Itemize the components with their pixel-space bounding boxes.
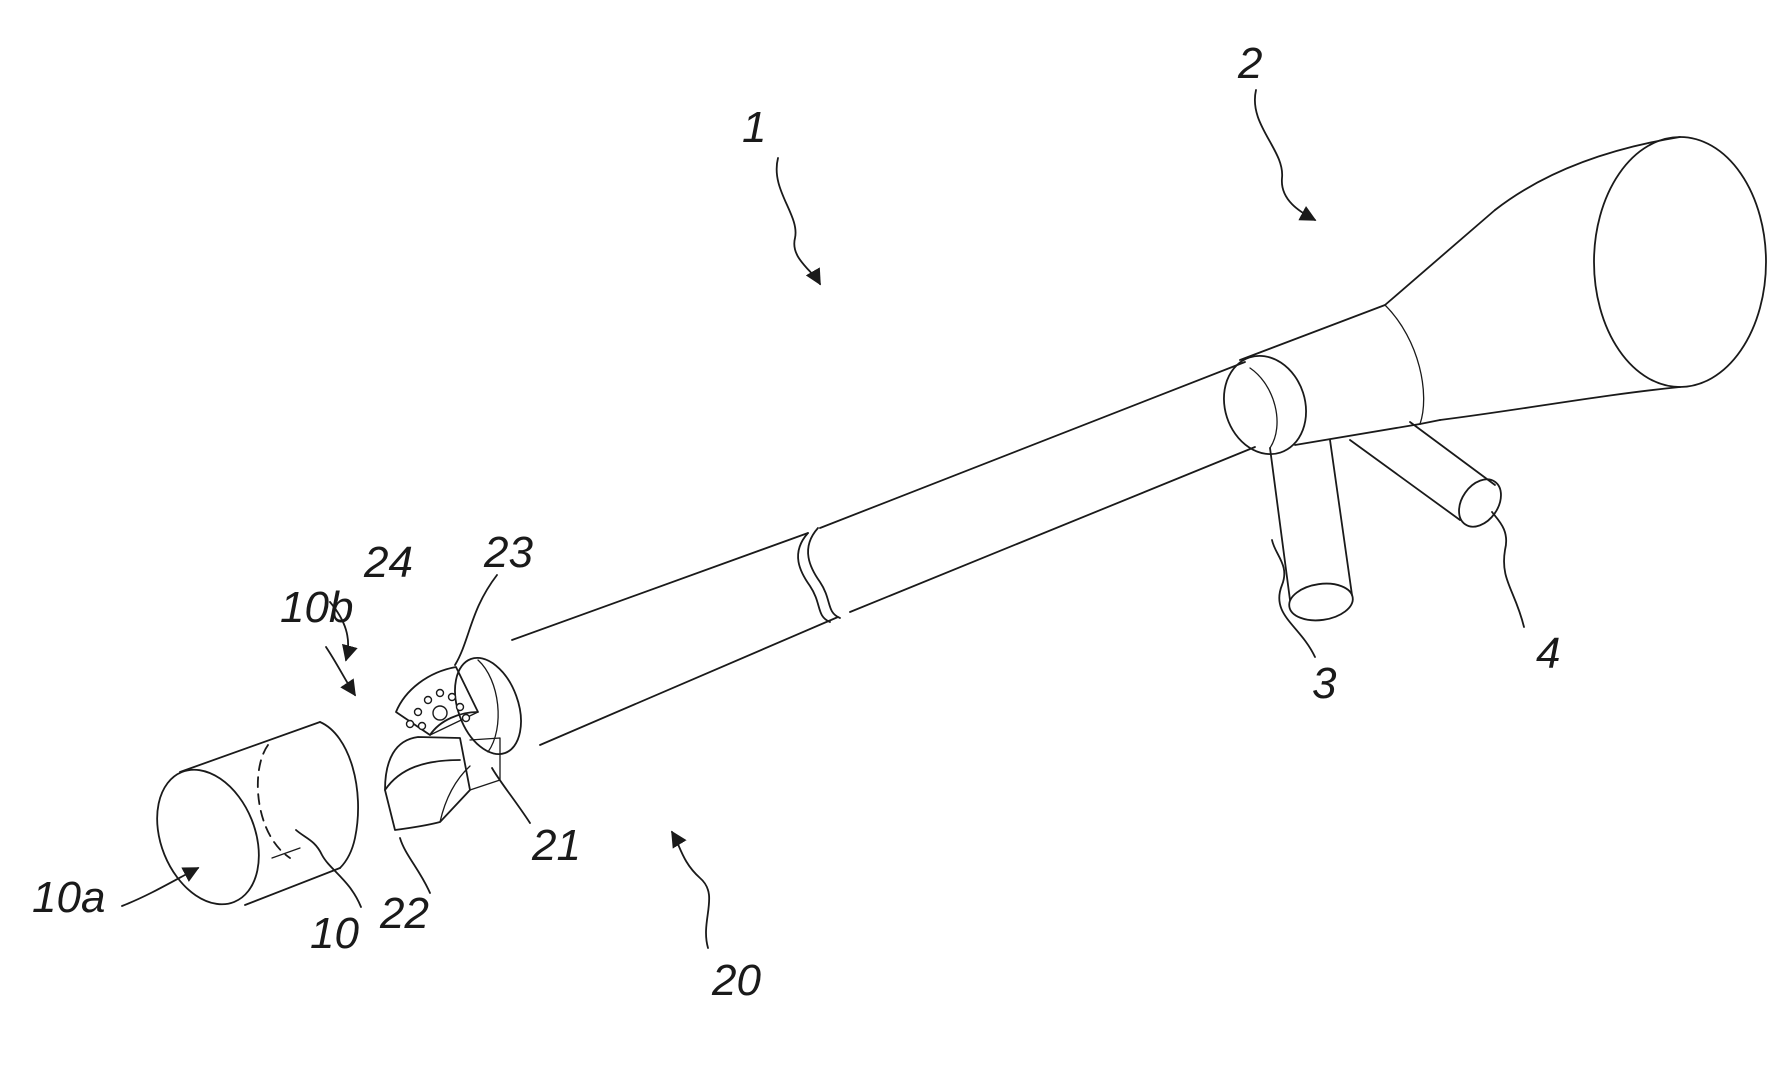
- port-3: [1270, 440, 1355, 624]
- port-4: [1350, 422, 1510, 535]
- label-10: 10: [310, 909, 359, 958]
- label-21: 21: [531, 821, 581, 870]
- label-24: 24: [363, 538, 413, 587]
- label-22: 22: [379, 889, 429, 938]
- label-1: 1: [742, 103, 766, 152]
- vent-hole: [457, 704, 464, 711]
- vent-hole: [437, 690, 444, 697]
- shaft: [512, 362, 1255, 745]
- vent-hole: [407, 721, 414, 728]
- label-3: 3: [1312, 659, 1337, 708]
- vent-hole: [419, 723, 426, 730]
- vent-hole: [463, 715, 470, 722]
- label-23: 23: [483, 528, 533, 577]
- label-4: 4: [1536, 629, 1560, 678]
- label-10a: 10a: [32, 873, 105, 922]
- label-20: 20: [711, 956, 761, 1005]
- handle-body: [1212, 137, 1766, 465]
- tip-assembly: [385, 649, 533, 830]
- vent-hole: [449, 694, 456, 701]
- vent-hole: [415, 709, 422, 716]
- leaders: [122, 90, 1524, 948]
- center-hole: [433, 706, 447, 720]
- reference-labels: 1 2 3 4 10 10a 10b 20 21 22 23 24: [32, 39, 1560, 1005]
- cap: [138, 722, 358, 920]
- vent-hole: [425, 697, 432, 704]
- label-2: 2: [1237, 39, 1262, 88]
- label-10b: 10b: [280, 583, 353, 632]
